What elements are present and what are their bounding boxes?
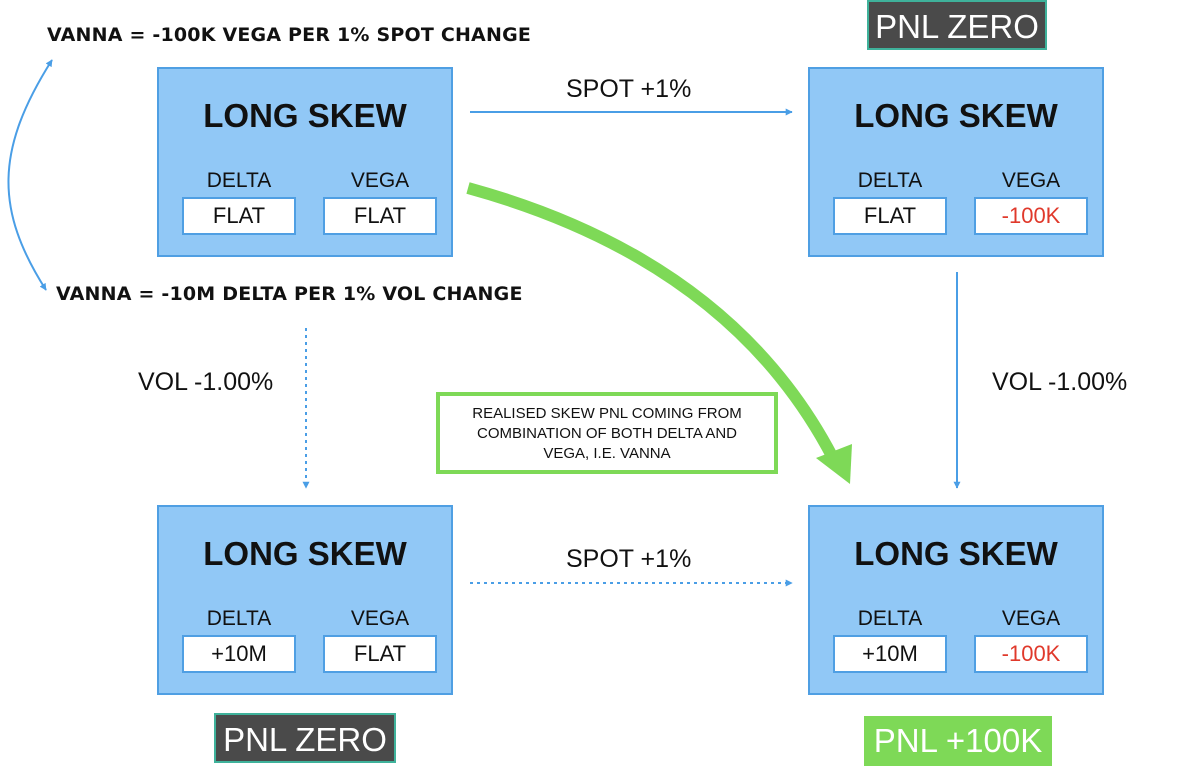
vanna-spot-label: VANNA = -100K VEGA PER 1% SPOT CHANGE <box>47 24 532 46</box>
delta-label: DELTA <box>206 169 272 192</box>
note-line: REALISED SKEW PNL COMING FROM <box>472 405 742 422</box>
pnl-badge-top-right: PNL ZERO <box>867 0 1047 50</box>
vanna-green-arrow-shaft <box>466 182 839 461</box>
delta-value: +10M <box>182 635 296 673</box>
vanna-curve-arrow <box>7 59 53 291</box>
vega-label: VEGA <box>350 607 410 630</box>
note-line: VEGA, I.E. VANNA <box>543 445 671 462</box>
delta-value: +10M <box>833 635 947 673</box>
note-line: COMBINATION OF BOTH DELTA AND <box>476 425 738 442</box>
box-top-left: LONG SKEW DELTA VEGA FLAT FLAT <box>157 67 453 257</box>
delta-label: DELTA <box>857 169 923 192</box>
spot-bottom-label: SPOT +1% <box>566 545 692 573</box>
delta-value: FLAT <box>182 197 296 235</box>
delta-value: FLAT <box>833 197 947 235</box>
vega-label: VEGA <box>350 169 410 192</box>
vol-right-label: VOL -1.00% <box>992 368 1128 396</box>
vega-value: FLAT <box>323 635 437 673</box>
box-bottom-left: LONG SKEW DELTA VEGA +10M FLAT <box>157 505 453 695</box>
box-title: LONG SKEW <box>203 535 407 572</box>
box-title: LONG SKEW <box>203 97 407 134</box>
vol-left-label: VOL -1.00% <box>138 368 274 396</box>
vega-value: FLAT <box>323 197 437 235</box>
box-title: LONG SKEW <box>854 97 1058 134</box>
spot-top-label: SPOT +1% <box>566 75 692 103</box>
vanna-note-box: REALISED SKEW PNL COMING FROM COMBINATIO… <box>436 392 778 474</box>
box-top-right: LONG SKEW DELTA VEGA FLAT -100K <box>808 67 1104 257</box>
box-title: LONG SKEW <box>854 535 1058 572</box>
vanna-vol-label: VANNA = -10M DELTA PER 1% VOL CHANGE <box>56 283 523 305</box>
vega-label: VEGA <box>1001 607 1061 630</box>
delta-label: DELTA <box>857 607 923 630</box>
pnl-badge-bottom-right: PNL +100K <box>864 716 1052 766</box>
pnl-badge-bottom-left: PNL ZERO <box>214 713 396 763</box>
vega-value: -100K <box>974 197 1088 235</box>
box-bottom-right: LONG SKEW DELTA VEGA +10M -100K <box>808 505 1104 695</box>
delta-label: DELTA <box>206 607 272 630</box>
vega-label: VEGA <box>1001 169 1061 192</box>
vega-value: -100K <box>974 635 1088 673</box>
vanna-green-arrow-head <box>816 444 852 484</box>
